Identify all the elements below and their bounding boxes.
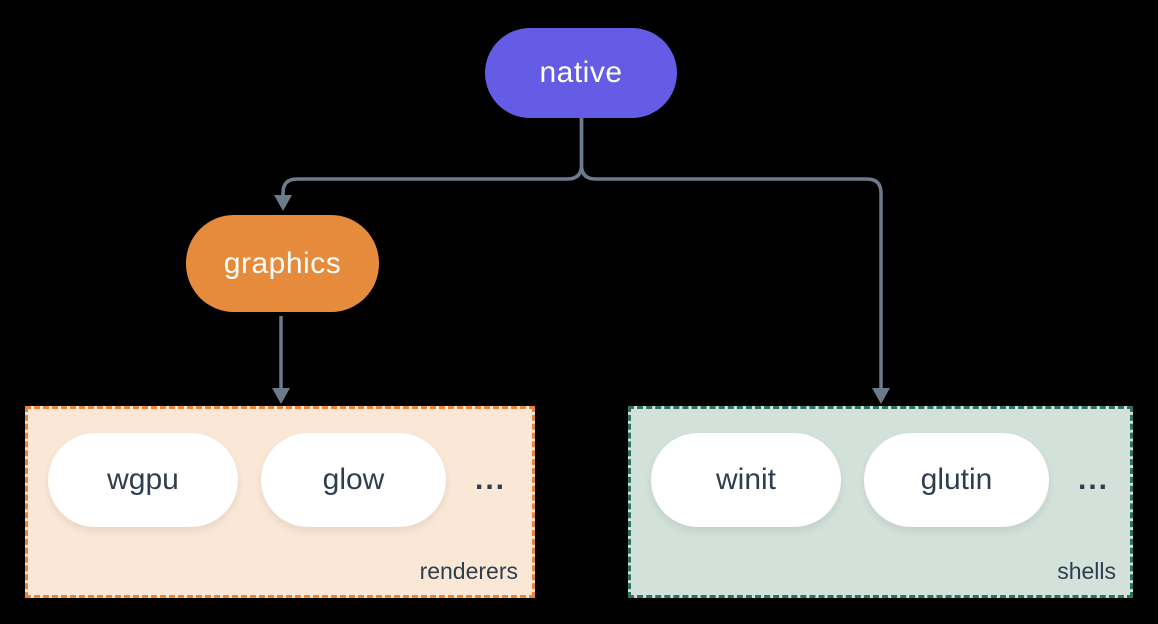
shells-pill-row: winit glutin ... xyxy=(631,409,1130,527)
edge-native-graphics xyxy=(281,118,584,197)
renderers-pill-row: wgpu glow ... xyxy=(28,409,532,527)
pill-winit: winit xyxy=(651,433,841,527)
node-native: native xyxy=(485,28,677,118)
arrowhead-shells xyxy=(872,388,890,404)
pill-wgpu: wgpu xyxy=(48,433,238,527)
node-native-label: native xyxy=(539,56,623,89)
group-renderers: wgpu glow ... renderers xyxy=(25,406,535,598)
pill-glutin: glutin xyxy=(864,433,1049,527)
group-shells: winit glutin ... shells xyxy=(628,406,1133,598)
renderers-ellipsis: ... xyxy=(475,463,507,496)
pill-winit-label: winit xyxy=(715,463,776,496)
shells-group-label: shells xyxy=(1057,558,1116,584)
renderers-group-label: renderers xyxy=(419,558,518,584)
pill-wgpu-label: wgpu xyxy=(107,463,179,496)
edge-native-shells xyxy=(579,118,883,390)
node-graphics: graphics xyxy=(186,215,379,312)
arrowhead-graphics xyxy=(274,195,292,211)
pill-glow-label: glow xyxy=(322,463,385,496)
pill-glow: glow xyxy=(261,433,446,527)
node-graphics-label: graphics xyxy=(223,246,342,280)
arrowhead-renderers xyxy=(272,388,290,404)
shells-ellipsis: ... xyxy=(1078,463,1110,496)
pill-glutin-label: glutin xyxy=(920,463,993,496)
